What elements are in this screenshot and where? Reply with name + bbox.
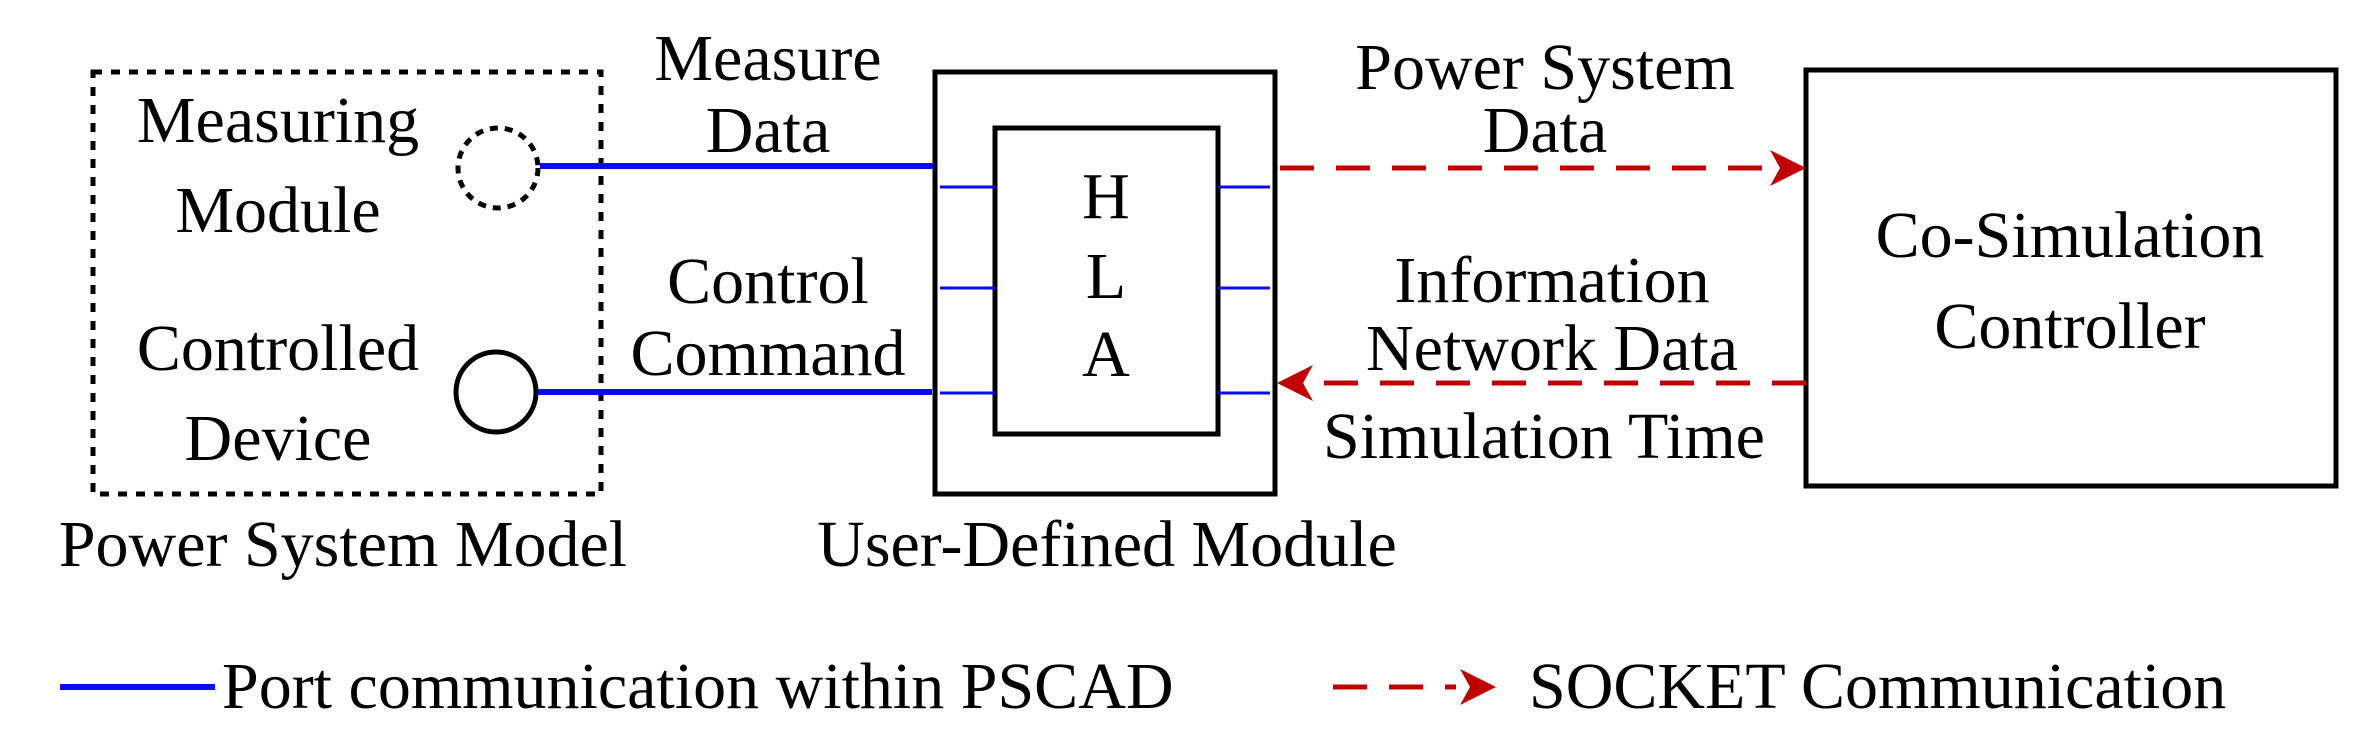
- measuring-module-label-line1: Measuring: [137, 84, 419, 157]
- measuring-module-label-line2: Module: [175, 174, 380, 247]
- simulation-time-label: Simulation Time: [1323, 400, 1765, 473]
- measuring-module-icon: [455, 125, 541, 211]
- control-command-label-line1: Control: [667, 245, 869, 318]
- power-system-data-label-line2: Data: [1483, 94, 1608, 167]
- power-system-data-label-line1: Power System: [1355, 31, 1735, 104]
- information-network-data-label-line2: Network Data: [1366, 312, 1738, 385]
- controlled-device-icon: [453, 349, 539, 435]
- hla-letter-h: H: [1082, 160, 1130, 233]
- hla-box: [992, 125, 1221, 437]
- power-system-model-box: [90, 69, 604, 497]
- legend-port-label: Port communication within PSCAD: [222, 650, 1174, 723]
- measure-data-label-line2: Data: [706, 94, 831, 167]
- information-network-data-arrowhead: [1277, 365, 1313, 401]
- user-defined-module-box: [932, 69, 1278, 497]
- control-command-label-line2: Command: [631, 317, 906, 390]
- power-system-data-arrowhead: [1770, 150, 1806, 186]
- information-network-data-label-line1: Information: [1394, 244, 1709, 317]
- co-simulation-controller-label-line2: Controller: [1934, 290, 2205, 363]
- user-defined-module-title: User-Defined Module: [817, 508, 1397, 581]
- power-system-model-title: Power System Model: [59, 508, 627, 581]
- hla-letter-l: L: [1086, 240, 1126, 313]
- hla-letter-a: A: [1082, 318, 1130, 391]
- measure-data-label-line1: Measure: [654, 22, 881, 95]
- controlled-device-label-line1: Controlled: [137, 312, 419, 385]
- legend-socket-arrowhead: [1460, 669, 1496, 705]
- legend-socket-label: SOCKET Communication: [1529, 650, 2226, 723]
- co-simulation-controller-box: [1803, 67, 2339, 489]
- co-simulation-controller-label-line1: Co-Simulation: [1876, 199, 2265, 272]
- controlled-device-label-line2: Device: [185, 402, 372, 475]
